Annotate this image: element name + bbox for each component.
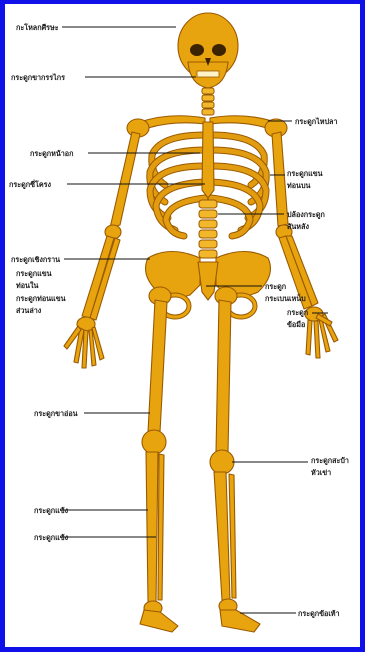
label-coccyx-line1: กระดูก — [265, 282, 286, 292]
label-fibula: กระดูกแข้ง — [34, 533, 69, 543]
label-skull: กะโหลกศีรษะ — [16, 23, 59, 32]
skeleton-diagram: กะโหลกศีรษะ กระดูกขากรรไกร กระดูกไหปลา ก… — [5, 4, 360, 647]
label-ankle: กระดูกข้อเท้า — [298, 609, 340, 619]
label-mandible: กระดูกขากรรไกร — [11, 73, 65, 83]
label-pelvis: กระดูกเชิงกราน — [11, 255, 60, 265]
lumbar-vertebrae — [199, 200, 217, 258]
label-ribs: กระดูกซี่โครง — [9, 179, 51, 190]
diagram-panel: กะโหลกศีรษะ กระดูกขากรรไกร กระดูกไหปลา ก… — [5, 4, 360, 647]
label-sternum: กระดูกหน้าอก — [30, 149, 73, 159]
left-arm-image — [64, 132, 140, 368]
label-patella-line1: กระดูกสะบ้า — [311, 456, 349, 466]
label-radius-line1: กระดูกท่อนแขน — [16, 294, 66, 304]
label-humerus-line2: ท่อนบน — [287, 181, 311, 190]
label-wrist-line2: ข้อมือ — [287, 320, 305, 329]
right-leg-image — [210, 287, 260, 632]
label-radius-line2: ส่วนล่าง — [16, 306, 42, 315]
label-coccyx-line2: กระเบนเหน็บ — [265, 293, 306, 303]
label-femur: กระดูกขาอ่อน — [34, 409, 78, 419]
label-clavicle: กระดูกไหปลา — [295, 117, 337, 127]
label-humerus-line1: กระดูกแขน — [287, 169, 323, 179]
label-patella-line2: หัวเข่า — [311, 468, 331, 477]
label-spine-line2: สันหลัง — [287, 222, 309, 231]
label-ulna-line2: ท่อนใน — [16, 281, 38, 290]
neck-vertebrae — [202, 88, 214, 115]
label-spine-line1: ปล้องกระดูก — [287, 210, 325, 220]
label-ulna-line1: กระดูกแขน — [16, 269, 52, 279]
label-tibia: กระดูกแข้ง — [34, 506, 69, 516]
left-leg-image — [140, 287, 178, 632]
label-wrist-line1: กระดูก — [287, 308, 308, 318]
sternum — [202, 122, 214, 198]
labels: กะโหลกศีรษะ กระดูกขากรรไกร กระดูกไหปลา ก… — [9, 23, 349, 619]
